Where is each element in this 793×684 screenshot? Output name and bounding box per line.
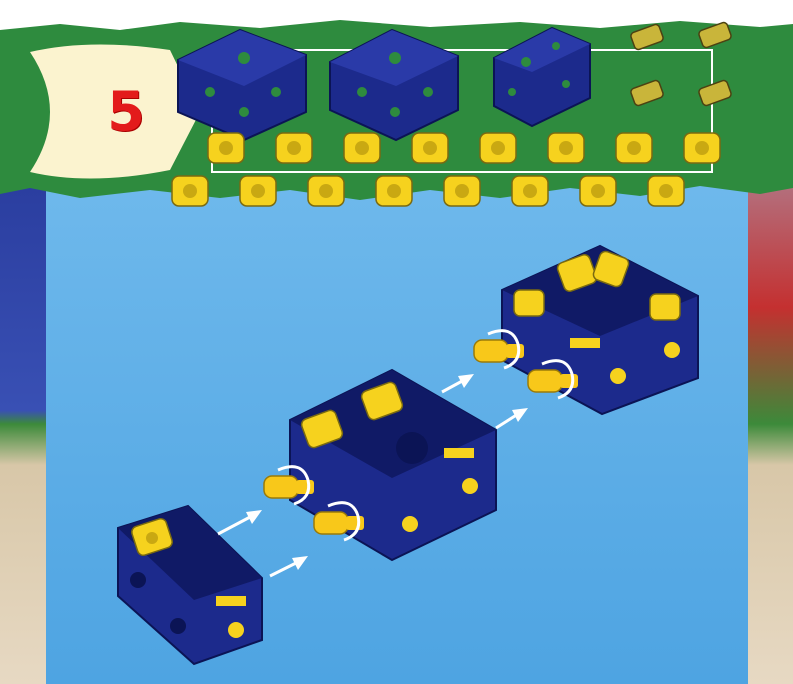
nut-icon xyxy=(580,176,616,206)
nut-icon xyxy=(616,133,652,163)
step-number: 5 xyxy=(96,82,156,142)
nut-icon xyxy=(444,176,480,206)
nut-icon xyxy=(412,133,448,163)
nut-icon xyxy=(344,133,380,163)
nut-icon xyxy=(648,176,684,206)
nut-icon xyxy=(240,176,276,206)
nut-icon xyxy=(480,133,516,163)
nut-icon xyxy=(308,176,344,206)
nut-icon xyxy=(276,133,312,163)
nut-icon xyxy=(172,176,208,206)
nut-icon xyxy=(548,133,584,163)
nut-icon xyxy=(376,176,412,206)
nut-icon xyxy=(208,133,244,163)
nut-icon xyxy=(512,176,548,206)
nut-icon xyxy=(684,133,720,163)
